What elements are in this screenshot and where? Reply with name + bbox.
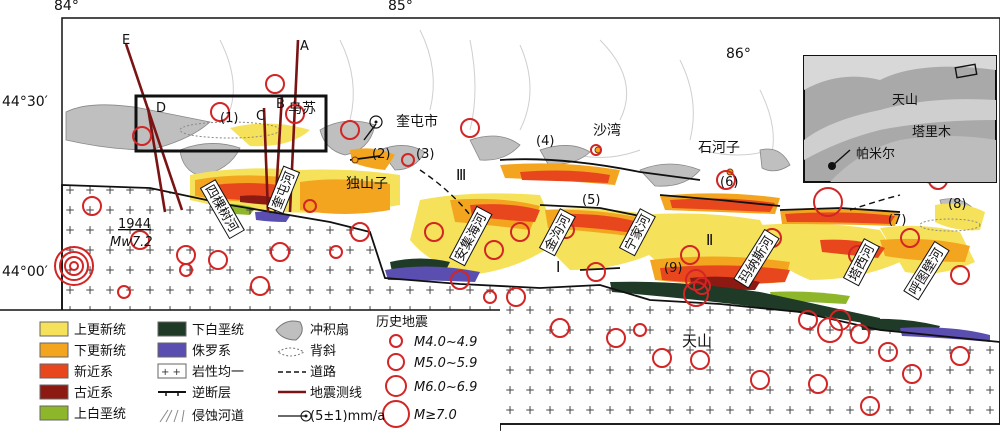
label-line-d: D	[156, 101, 166, 116]
label-anticline-7: (7)	[888, 213, 906, 228]
legend-label-granite: 岩性均一	[192, 365, 244, 380]
legend-labels: 上更新统 下更新统 新近系 古近系 上白垩统 下白垩统 侏罗系 岩性均一 逆断层…	[74, 315, 477, 424]
legend-label-channel: 侵蚀河道	[192, 408, 244, 424]
label-anticline-5: (5)	[582, 193, 600, 208]
legend-label-upper-pleistocene: 上更新统	[74, 322, 126, 338]
legend-quake-label-m5: M5.0~5.9	[414, 356, 477, 371]
label-eq-1944-mag: Mw7.2	[110, 235, 153, 250]
legend-swatch-granite	[157, 363, 187, 379]
label-wusu: 乌苏	[288, 101, 316, 117]
legend-quake-label-m7: M≥7.0	[414, 408, 457, 423]
label-tianshan: 天山	[682, 332, 712, 350]
legend-quake-m5	[387, 353, 405, 371]
label-anticline-8: (8)	[948, 197, 966, 212]
legend-label-seismic-line: 地震测线	[310, 386, 362, 401]
label-line-c: C	[256, 109, 265, 124]
label-line-e: E	[122, 33, 130, 48]
legend-quake-title: 历史地震	[376, 315, 428, 330]
legend-quake-m4	[389, 334, 403, 348]
study-area-box	[134, 94, 328, 153]
inset-map	[803, 55, 997, 183]
inset-label-pamir: 帕米尔	[856, 147, 895, 162]
seismic-line-c	[262, 107, 270, 213]
legend-label-fan: 冲积扇	[310, 322, 349, 338]
legend-quake-m7	[382, 400, 410, 428]
svg-text:+ +: + +	[161, 367, 181, 378]
legend-label-upper-cretaceous: 上白垩统	[74, 406, 126, 422]
label-eq-1944-year: 1944	[118, 217, 151, 232]
legend-swatch-lower-cretaceous	[157, 321, 187, 337]
legend-label-rate: (5±1)mm/a	[310, 409, 385, 424]
label-anticline-6: (6)	[720, 175, 738, 190]
label-zone-2: Ⅱ	[706, 231, 713, 249]
legend-label-anticline: 背斜	[310, 344, 336, 359]
lon-label-86: 86°	[726, 46, 751, 62]
inset-label-tianshan: 天山	[892, 93, 918, 108]
label-anticline-9: (9)	[664, 261, 682, 276]
label-zone-3: Ⅲ	[456, 166, 466, 184]
legend-label-lower-cretaceous: 下白垩统	[192, 322, 244, 338]
legend-label-neogene: 新近系	[74, 364, 113, 380]
map-labels: 乌苏 奎屯市 沙湾 石河子 独山子 天山 Ⅲ Ⅰ Ⅱ (1) (2) (3) (…	[110, 33, 966, 350]
legend-quake-label-m6: M6.0~6.9	[414, 380, 477, 395]
legend-label-thrust: 逆断层	[192, 385, 231, 401]
gps-rate-arrow	[363, 115, 383, 141]
roads	[419, 169, 901, 216]
legend-swatch-upper-cretaceous	[39, 405, 69, 421]
label-line-a: A	[300, 39, 309, 54]
legend-swatch-channel	[159, 409, 185, 423]
label-anticline-1: (1)	[220, 111, 238, 126]
lat-label-44-00: 44°00′	[2, 264, 48, 280]
label-line-b: B	[276, 97, 285, 112]
legend-swatch-neogene	[39, 363, 69, 379]
legend-swatch-jurassic	[157, 342, 187, 358]
inset-labels: 天山 塔里木 帕米尔	[856, 93, 951, 162]
legend-label-road: 道路	[310, 364, 336, 380]
legend-swatch-upper-pleistocene	[39, 321, 69, 337]
lon-label-84: 84°	[54, 0, 79, 14]
lon-label-85: 85°	[388, 0, 413, 14]
legend-swatch-paleogene	[39, 384, 69, 400]
seismic-line-d	[146, 107, 167, 213]
label-zone-1: Ⅰ	[556, 258, 560, 276]
label-shawan: 沙湾	[593, 122, 621, 139]
legend-panel	[0, 310, 500, 439]
label-dushanzi: 独山子	[346, 176, 388, 192]
label-shihezi: 石河子	[698, 140, 740, 156]
legend-quake-label-m4: M4.0~4.9	[414, 335, 477, 350]
legend-swatches: + +	[39, 320, 410, 428]
legend-swatch-thrust	[158, 391, 186, 396]
legend-label-paleogene: 古近系	[74, 386, 113, 401]
legend-swatch-fan	[275, 320, 303, 341]
legend-label-jurassic: 侏罗系	[192, 344, 231, 359]
label-anticline-2: (2)	[372, 147, 390, 162]
legend-label-lower-pleistocene: 下更新统	[74, 343, 126, 359]
inset-label-tarim: 塔里木	[912, 125, 951, 140]
label-kuitun: 奎屯市	[396, 113, 438, 130]
seismic-line-e	[124, 43, 184, 211]
legend-swatch-lower-pleistocene	[39, 342, 69, 358]
label-anticline-4: (4)	[536, 134, 554, 149]
legend-quake-m6	[385, 375, 407, 397]
lat-label-44-30: 44°30′	[2, 94, 48, 110]
label-anticline-3: (3)	[416, 147, 434, 162]
